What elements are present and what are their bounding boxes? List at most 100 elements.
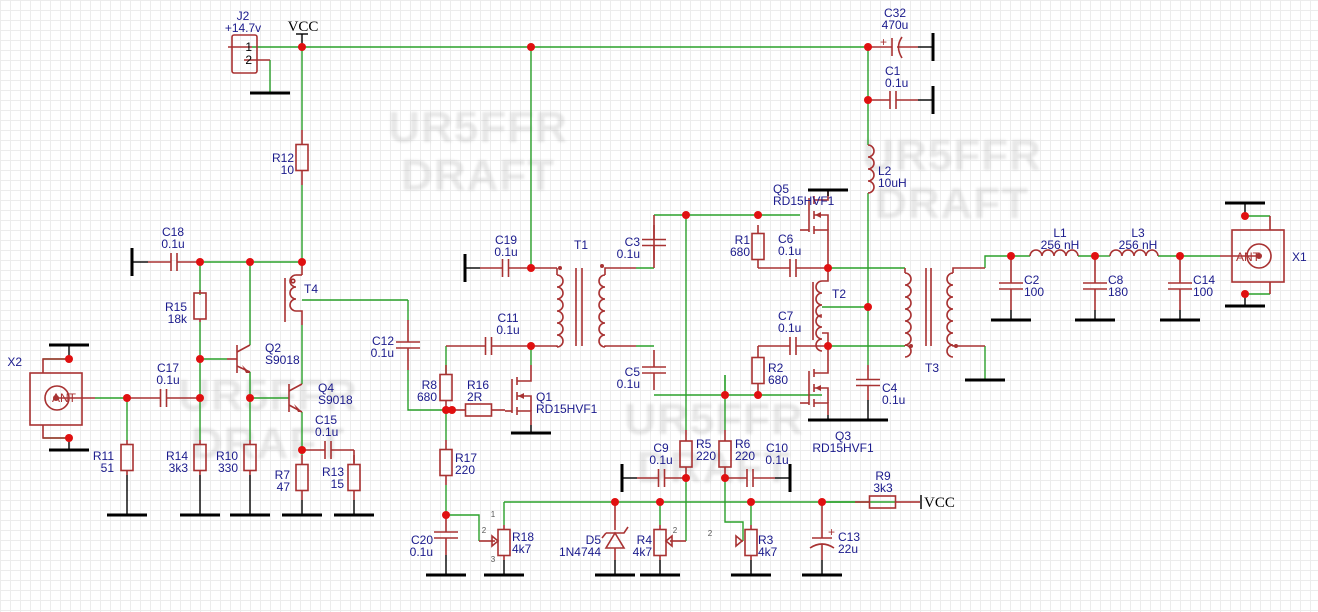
L3-value: 256 nH [1119, 238, 1158, 252]
Q4-collector [288, 383, 303, 392]
junction-dot [65, 434, 73, 442]
C20-value: 0.1u [410, 545, 433, 559]
D5-bar [601, 532, 607, 539]
junction-dot [864, 43, 872, 51]
wire [724, 478, 744, 541]
T3-secondary-winding [946, 272, 954, 358]
Q5-arrow [815, 212, 821, 218]
C13-value: 22u [838, 542, 858, 556]
Q4-arrow [294, 404, 302, 412]
wires [43, 46, 1270, 541]
T4-winding [289, 274, 297, 312]
R14-body [193, 443, 207, 472]
C17-value: 0.1u [156, 373, 179, 387]
R11-value: 51 [101, 461, 115, 475]
T4-phase-dot [290, 278, 296, 284]
R6-body [718, 440, 732, 468]
junction-dot [1241, 212, 1249, 220]
L1-winding [1029, 249, 1079, 257]
T1-lead [604, 345, 636, 347]
X2-shield [42, 425, 69, 439]
R1-value: 680 [730, 245, 750, 259]
R3-pin2: 2 [708, 529, 713, 538]
R18-value: 4k7 [512, 542, 532, 556]
R16-ref: R16 [467, 378, 489, 392]
R2-body [751, 356, 765, 385]
T1-lead [604, 267, 636, 275]
X1-ref: X1 [1292, 250, 1307, 264]
R4-ref: R4 [637, 533, 653, 547]
junction-dot [754, 211, 762, 219]
X2-ref: X2 [7, 355, 22, 369]
D5-ref: D5 [586, 533, 602, 547]
R11-ref: R11 [93, 449, 114, 463]
T2-lower-winding [815, 314, 823, 352]
R3-body [744, 528, 758, 557]
junction-dot [196, 258, 204, 266]
R15-body [193, 292, 207, 320]
X2-body [29, 372, 83, 426]
R3-ref: R3 [758, 533, 774, 547]
junction-dot [1007, 252, 1015, 260]
grounds [49, 33, 1265, 577]
Q5-value: RD15HVF1 [773, 194, 835, 208]
vcc-label: VCC [288, 19, 319, 35]
R18-body [497, 528, 511, 557]
R8-body [439, 373, 453, 402]
components [29, 34, 1285, 560]
R15-value: 18k [168, 312, 188, 326]
C10-value: 0.1u [765, 453, 788, 467]
R11-body [120, 443, 134, 472]
C15-value: 0.1u [315, 425, 338, 439]
junction-dot [1091, 252, 1099, 260]
R1-ref: R1 [735, 233, 751, 247]
junction-dot [442, 511, 450, 519]
C19-ref: C19 [495, 233, 517, 247]
X2-shield [42, 358, 69, 373]
L2-ref: L2 [878, 164, 892, 178]
R14-ref: R14 [166, 449, 188, 463]
C13-ref: C13 [838, 530, 860, 544]
wire [407, 370, 446, 411]
C5-value: 0.1u [617, 377, 640, 391]
R12-body [295, 143, 309, 172]
T4-lead [296, 310, 303, 325]
R18-pin3: 3 [491, 555, 496, 564]
junction-dot [747, 498, 755, 506]
C8-ref: C8 [1108, 273, 1124, 287]
R17-value: 220 [455, 463, 475, 477]
R8-value: 680 [417, 390, 437, 404]
junction-dot [246, 258, 254, 266]
R9-ref: R9 [875, 469, 891, 483]
T3-primary-winding [904, 272, 912, 358]
T1-phase-dot [558, 266, 562, 270]
R9-body [868, 495, 897, 509]
junction-dot [65, 355, 73, 363]
junction-dot [527, 264, 535, 272]
R10-ref: R10 [216, 449, 238, 463]
J2-value: +14.7v [225, 21, 261, 35]
junction-dot [656, 498, 664, 506]
C17-ref: C17 [157, 361, 179, 375]
Q1-source [517, 410, 532, 425]
R13-body [347, 463, 361, 492]
wire [446, 514, 480, 541]
L1-value: 256 nH [1041, 238, 1080, 252]
Q3-drain [814, 346, 829, 374]
C2-value: 100 [1024, 285, 1044, 299]
Q1-value: RD15HVF1 [536, 402, 598, 416]
junction-dot [864, 96, 872, 104]
R18-ref: R18 [512, 530, 534, 544]
R7-body [295, 463, 309, 492]
Q5-ref: Q5 [773, 182, 789, 196]
junction-dot [196, 394, 204, 402]
junction-dot [682, 474, 690, 482]
T3-ref: T3 [925, 361, 939, 375]
C5-ref: C5 [625, 365, 641, 379]
J2-pin2: 2 [245, 53, 252, 67]
C18-value: 0.1u [161, 237, 184, 251]
junction-dot [682, 211, 690, 219]
R1-body [751, 232, 765, 261]
Q5-source [814, 229, 829, 268]
